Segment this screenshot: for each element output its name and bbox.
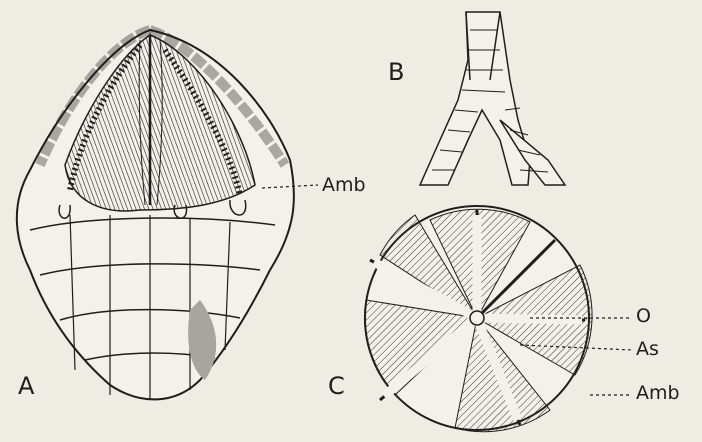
panel-label-b: B (388, 60, 404, 84)
branch-b (420, 12, 565, 185)
annotation-c-o: O (636, 307, 651, 326)
oral-view-c (365, 206, 593, 432)
annotation-c-as: As (636, 340, 659, 359)
annotation-c-amb: Amb (636, 384, 680, 403)
mouth (470, 311, 484, 325)
panel-label-a: A (18, 374, 34, 398)
panel-label-c: C (328, 374, 345, 398)
annotation-a-amb: Amb (322, 176, 366, 195)
specimen-a (17, 30, 294, 400)
